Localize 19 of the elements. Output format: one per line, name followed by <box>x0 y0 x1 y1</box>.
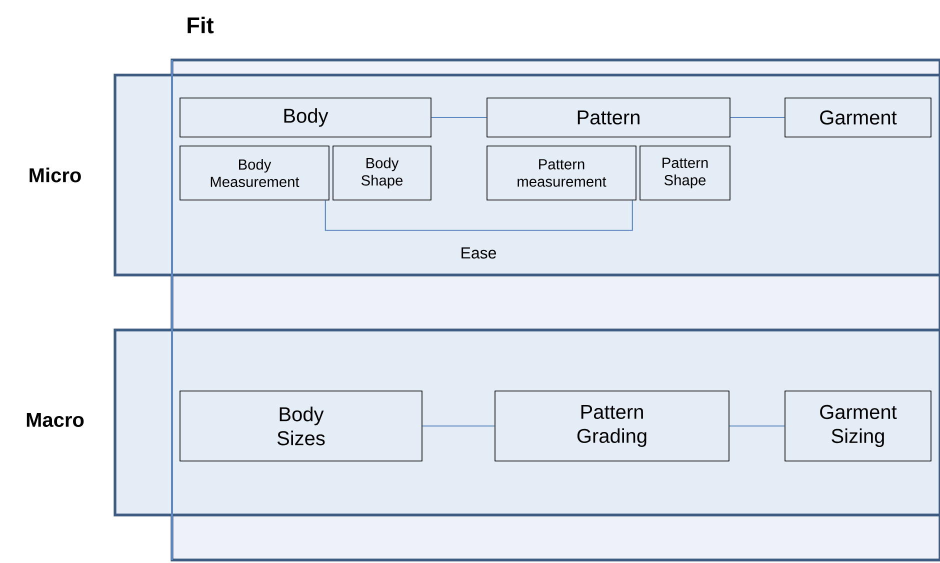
heading: Micro <box>30 168 81 182</box>
process-box: Pattern Shape <box>640 146 730 200</box>
process-box: Garment Sizing <box>784 390 932 462</box>
edge-label: Ease <box>462 247 496 259</box>
process-box: Pattern <box>486 98 730 138</box>
process-box: Body Shape <box>332 146 432 200</box>
connector-line <box>431 116 487 118</box>
connector-line <box>730 116 785 118</box>
heading: Macro <box>26 413 84 427</box>
process-box: Body Sizes <box>180 390 422 462</box>
process-box: Garment <box>784 98 932 138</box>
process-box: Body <box>180 98 432 138</box>
bracket-line <box>324 200 633 231</box>
title: Fit <box>188 16 214 34</box>
process-box: Body Measurement <box>180 146 330 200</box>
connector-line <box>729 425 785 427</box>
process-box: Pattern Grading <box>494 390 730 462</box>
process-box: Pattern measurement <box>486 146 636 200</box>
connector-line <box>422 425 495 427</box>
